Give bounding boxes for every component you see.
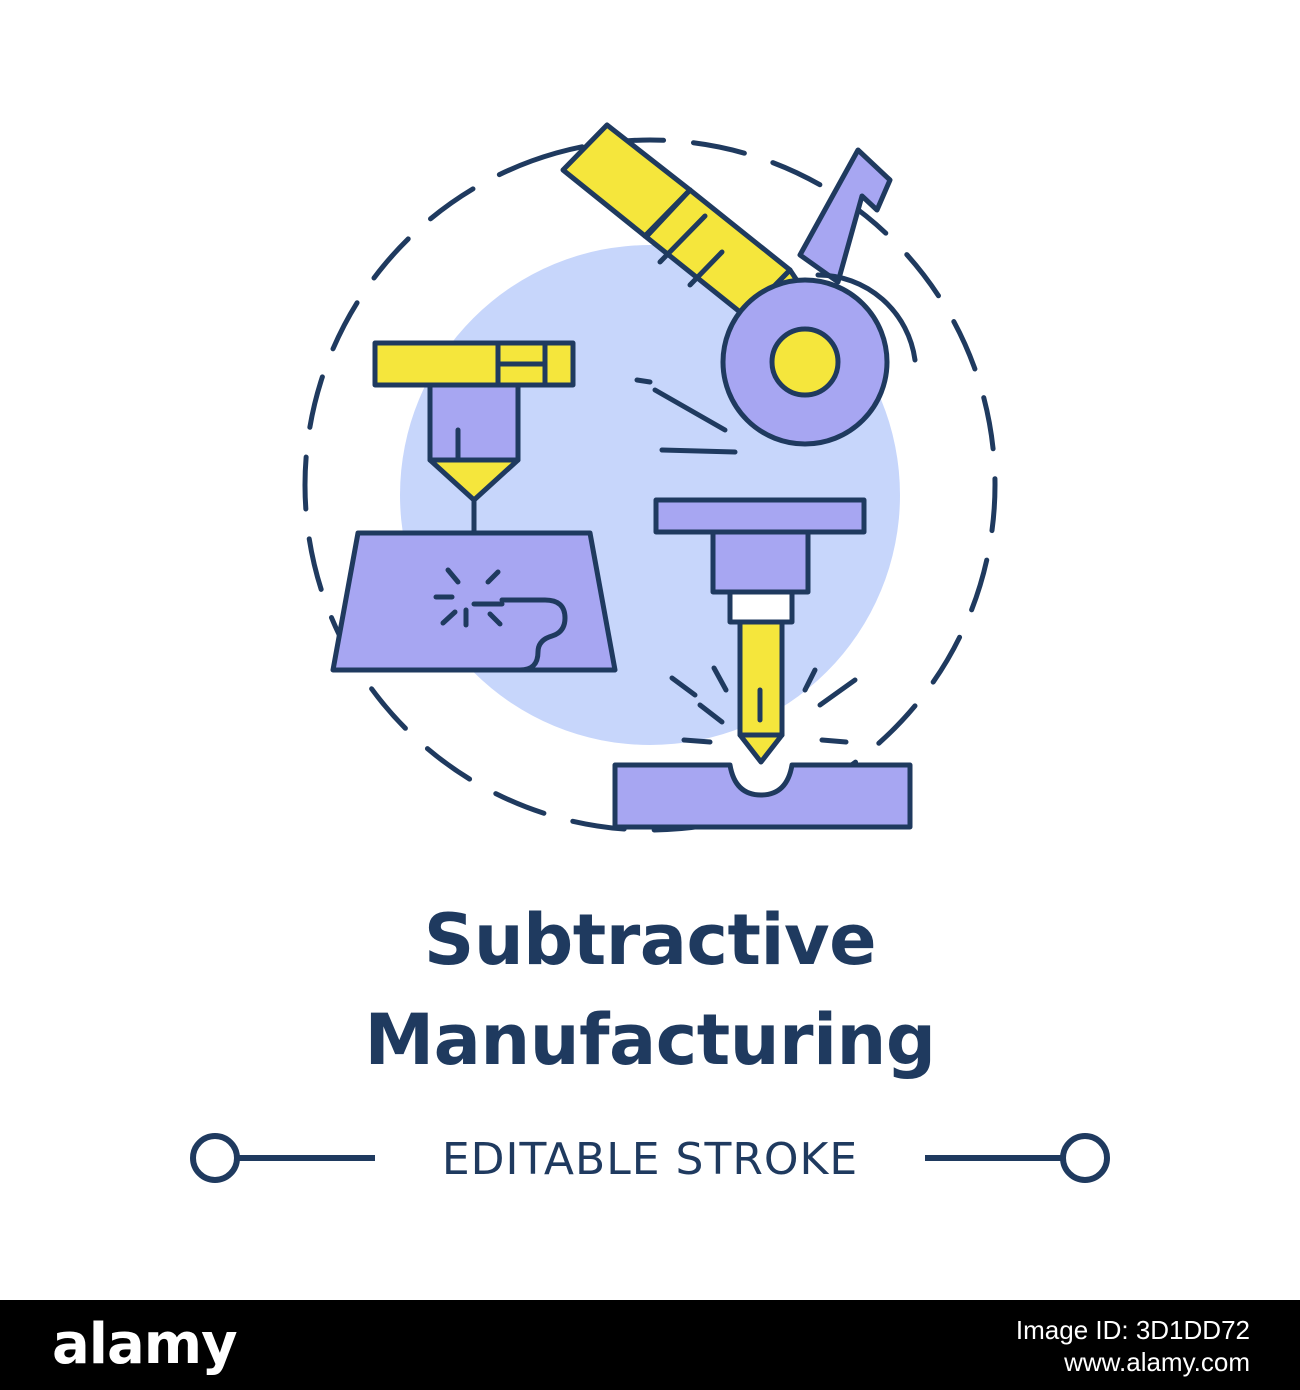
image-id-text: Image ID: 3D1DD72 xyxy=(1015,1315,1250,1345)
alamy-logo: alamy xyxy=(52,1312,238,1377)
editable-stroke-decoration xyxy=(190,1133,1110,1183)
subtractive-manufacturing-illustration xyxy=(302,122,998,833)
title-line-2: Manufacturing xyxy=(364,999,937,1081)
angle-grinder-icon xyxy=(560,122,918,455)
title-line-1: Subtractive xyxy=(423,899,877,981)
drill-press-icon xyxy=(612,497,913,830)
site-url-text: www.alamy.com xyxy=(1064,1347,1250,1377)
stock-footer-bar: alamy Image ID: 3D1DD72 www.alamy.com xyxy=(0,1300,1300,1390)
footer-meta: Image ID: 3D1DD72 www.alamy.com xyxy=(1016,1314,1250,1378)
editable-stroke-label: EDITABLE STROKE xyxy=(441,1134,859,1185)
laser-cutter-icon xyxy=(330,340,618,673)
right-node-icon xyxy=(1060,1133,1110,1183)
